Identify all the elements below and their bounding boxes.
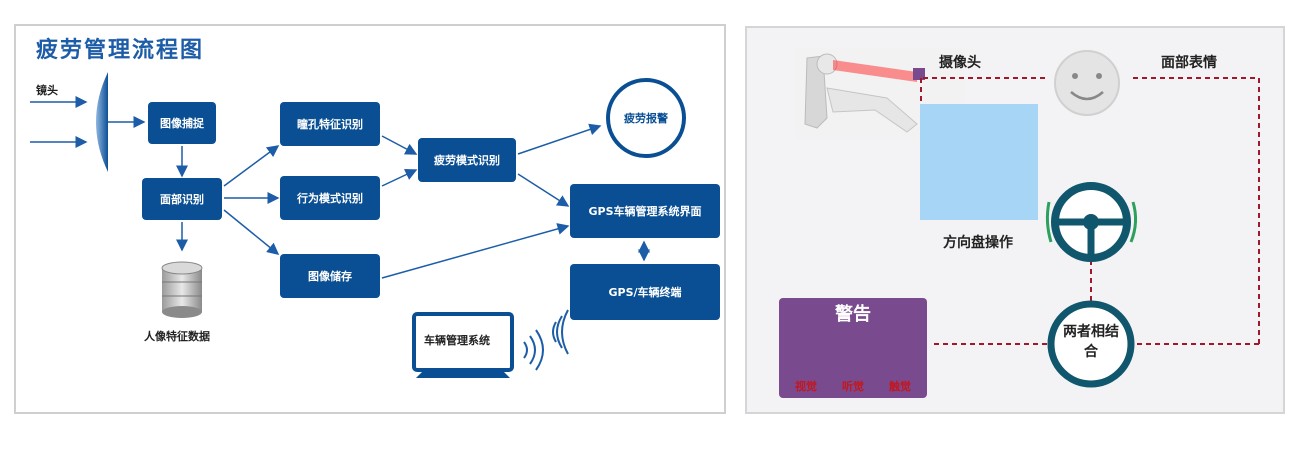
wireless-icon [523,309,569,371]
behavior-box: 行为模式识别 [280,176,380,220]
lens-icon [96,72,108,172]
monitor-icon [412,312,514,378]
face-recognition-box: 面部识别 [142,178,222,220]
touch-label: 触觉 [889,380,911,393]
highlight-box [920,104,1038,220]
storage-box: 图像储存 [280,254,380,298]
lens-label: 镜头 [36,84,58,97]
camera-label: 摄像头 [939,55,981,71]
combine-label: 两者相结合 [1063,324,1119,360]
warning-panel: 警告 视觉 听觉 触觉 [779,298,927,398]
pupil-box: 瞳孔特征识别 [280,102,380,146]
steering-label: 方向盘操作 [943,235,1013,251]
alarm-circle [606,78,686,158]
warning-scheme-panel: 摄像头 面部表情 方向盘操作 两者相结合 警告 视觉 听觉 触觉 [745,26,1285,414]
alarm-label: 疲劳报警 [624,112,668,125]
database-icon [161,261,203,318]
audio-label: 听觉 [842,380,864,393]
gps-ui-box: GPS车辆管理系统界面 [570,184,720,238]
db-label: 人像特征数据 [144,330,210,343]
warning-title: 警告 [835,304,871,325]
vehicle-mgmt-label: 车辆管理系统 [424,334,490,347]
capture-box: 图像捕捉 [148,102,216,144]
flowchart-title: 疲劳管理流程图 [36,38,205,63]
gps-terminal-box: GPS/车辆终端 [570,264,720,320]
fatigue-mode-box: 疲劳模式识别 [418,138,516,182]
flowchart-connectors [30,72,686,378]
steering-wheel-icon [1045,182,1138,262]
visual-label: 视觉 [795,380,817,393]
face-expression-label: 面部表情 [1161,55,1217,71]
fatigue-flowchart-panel: 疲劳管理流程图 [14,24,726,414]
smiley-icon [1054,50,1120,116]
combine-circle [1047,300,1135,388]
